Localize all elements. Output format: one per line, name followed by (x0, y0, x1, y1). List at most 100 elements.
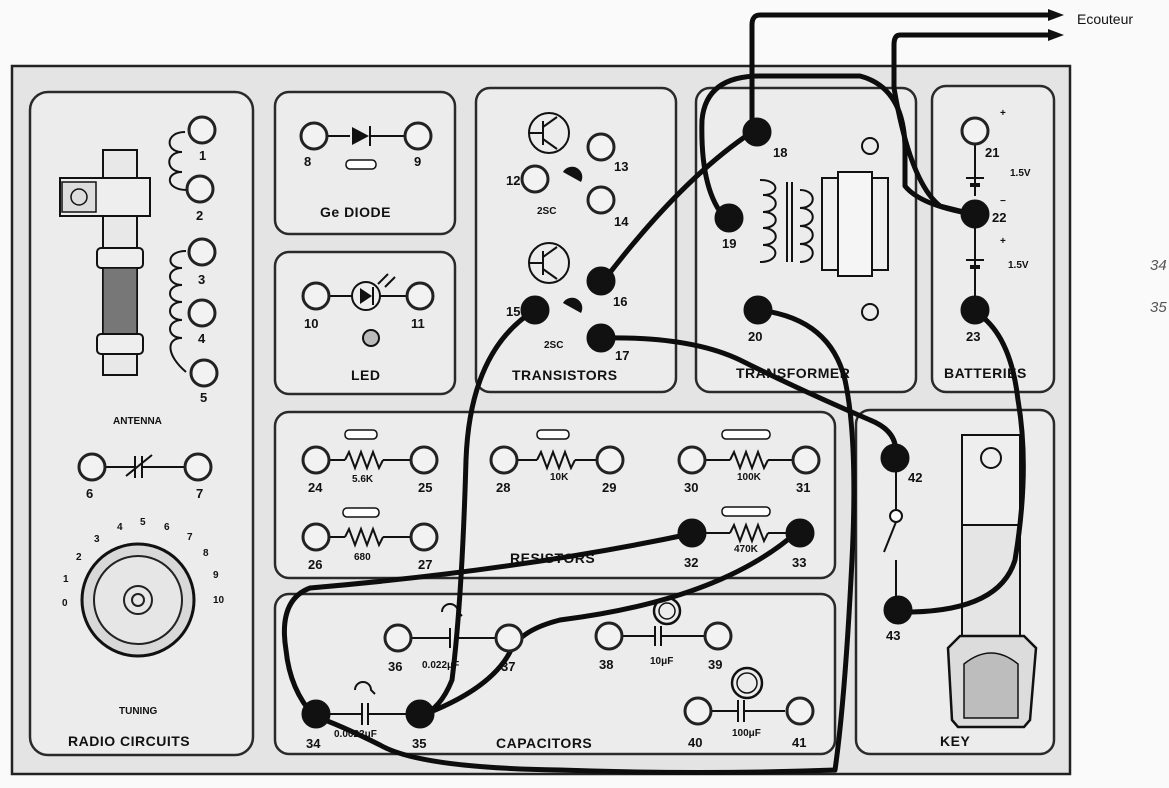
output-arrow-bottom (1048, 29, 1064, 41)
terminal-34[interactable] (301, 699, 331, 729)
capacitor-terminal-a: 38 (599, 657, 613, 672)
wire-33-35[interactable] (417, 529, 800, 719)
dial-mark-10: 10 (213, 595, 225, 606)
terminal-31[interactable] (791, 445, 821, 475)
terminals (77, 115, 990, 729)
wire-15-35[interactable] (417, 307, 538, 719)
terminal-3[interactable] (187, 237, 217, 267)
resistor-symbol-icon (518, 429, 596, 471)
terminal-36[interactable] (383, 623, 413, 653)
dial-mark-2: 2 (76, 552, 82, 563)
terminal-28[interactable] (489, 445, 519, 475)
battery-voltage-label: 1.5V (1010, 168, 1031, 179)
terminal-8[interactable] (299, 121, 329, 151)
terminal-26[interactable] (301, 522, 331, 552)
terminal-27[interactable] (409, 522, 439, 552)
terminal-29[interactable] (595, 445, 625, 475)
terminal-33[interactable] (785, 518, 815, 548)
side-label-35: 35 (1150, 299, 1167, 316)
terminal-5[interactable] (189, 358, 219, 388)
terminal-42[interactable] (880, 443, 910, 473)
battery-plus-label: + (1000, 108, 1006, 119)
resistor-value-label: 100K (737, 472, 762, 483)
knob-center-icon (123, 585, 153, 615)
mount-screw-icon (861, 303, 879, 321)
terminal-23[interactable] (960, 295, 990, 325)
terminal-17[interactable] (586, 323, 616, 353)
terminal-13[interactable] (586, 132, 616, 162)
dial-mark-5: 5 (140, 517, 146, 528)
resistor-terminal-a: 24 (308, 480, 323, 495)
terminal-number: 23 (966, 329, 980, 344)
terminal-14[interactable] (586, 185, 616, 215)
wire-17-42[interactable] (598, 335, 899, 461)
terminal-40[interactable] (683, 696, 713, 726)
battery-voltage-label: 1.5V (1008, 260, 1029, 271)
telegraph-key-icon[interactable] (946, 434, 1038, 729)
wire-20-34[interactable] (311, 307, 857, 775)
transistor-symbol-icon (528, 112, 570, 154)
terminal-25[interactable] (409, 445, 439, 475)
terminal-number: 6 (86, 486, 93, 501)
earphone-wire-1[interactable] (749, 12, 1051, 135)
terminal-number: 15 (506, 304, 520, 319)
variable-arrow-icon (125, 454, 153, 477)
terminal-43[interactable] (883, 595, 913, 625)
transformer-title: TRANSFORMER (736, 365, 850, 381)
jumper-wires (281, 12, 1051, 775)
resistor-terminal-a: 26 (308, 557, 322, 572)
batteries-title: BATTERIES (944, 365, 1027, 381)
terminal-30[interactable] (677, 445, 707, 475)
terminal-24[interactable] (301, 445, 331, 475)
terminal-20[interactable] (743, 295, 773, 325)
terminal-1[interactable] (187, 115, 217, 145)
terminal-35[interactable] (405, 699, 435, 729)
resistor-symbol-icon (330, 507, 410, 548)
wire-32-34[interactable] (281, 531, 693, 719)
terminal-9[interactable] (403, 121, 433, 151)
terminal-18[interactable] (742, 117, 772, 147)
dial-mark-4: 4 (117, 522, 123, 533)
terminal-39[interactable] (703, 621, 733, 651)
secondary-coil-icon (799, 189, 814, 263)
led-title: LED (351, 367, 381, 383)
terminal-10[interactable] (301, 281, 331, 311)
led-bulb-icon (362, 329, 380, 347)
terminal-16[interactable] (586, 266, 616, 296)
antenna-coil-winding (102, 267, 138, 335)
terminal-6[interactable] (77, 452, 107, 482)
terminal-19[interactable] (714, 203, 744, 233)
terminal-number: 11 (411, 316, 425, 331)
batteries-panel: + 1.5V − + 1.5V BATTERIES (930, 84, 1056, 394)
terminal-37[interactable] (494, 623, 524, 653)
terminal-41[interactable] (785, 696, 815, 726)
earphone-wire-2[interactable] (891, 32, 1051, 217)
terminal-21[interactable] (960, 116, 990, 146)
terminal-11[interactable] (405, 281, 435, 311)
terminal-7[interactable] (183, 452, 213, 482)
terminal-12[interactable] (520, 164, 550, 194)
terminal-number: 10 (304, 316, 318, 331)
capacitor-symbol-icon (712, 666, 785, 722)
terminal-2[interactable] (185, 174, 215, 204)
diode-title: Ge DIODE (320, 204, 391, 220)
capacitor-terminal-a: 36 (388, 659, 402, 674)
transistor-symbol-icon (528, 242, 570, 284)
resistor-terminal-b: 25 (418, 480, 432, 495)
resistor-symbol-icon (706, 506, 790, 544)
terminal-number: 14 (614, 214, 629, 229)
primary-coil-icon (759, 179, 777, 263)
switch-lever-icon (883, 521, 897, 553)
terminal-22[interactable] (960, 199, 990, 229)
terminal-15[interactable] (520, 295, 550, 325)
diode-panel: Ge DIODE (273, 90, 457, 236)
capacitor-terminal-a: 34 (306, 736, 321, 751)
wire-23-43[interactable] (909, 307, 1026, 615)
terminal-32[interactable] (677, 518, 707, 548)
terminal-38[interactable] (594, 621, 624, 651)
terminal-number: 21 (985, 145, 999, 160)
wire-16-18[interactable] (599, 129, 755, 286)
resistor-terminal-b: 29 (602, 480, 616, 495)
terminal-4[interactable] (187, 298, 217, 328)
wire-19-22[interactable] (699, 73, 975, 221)
